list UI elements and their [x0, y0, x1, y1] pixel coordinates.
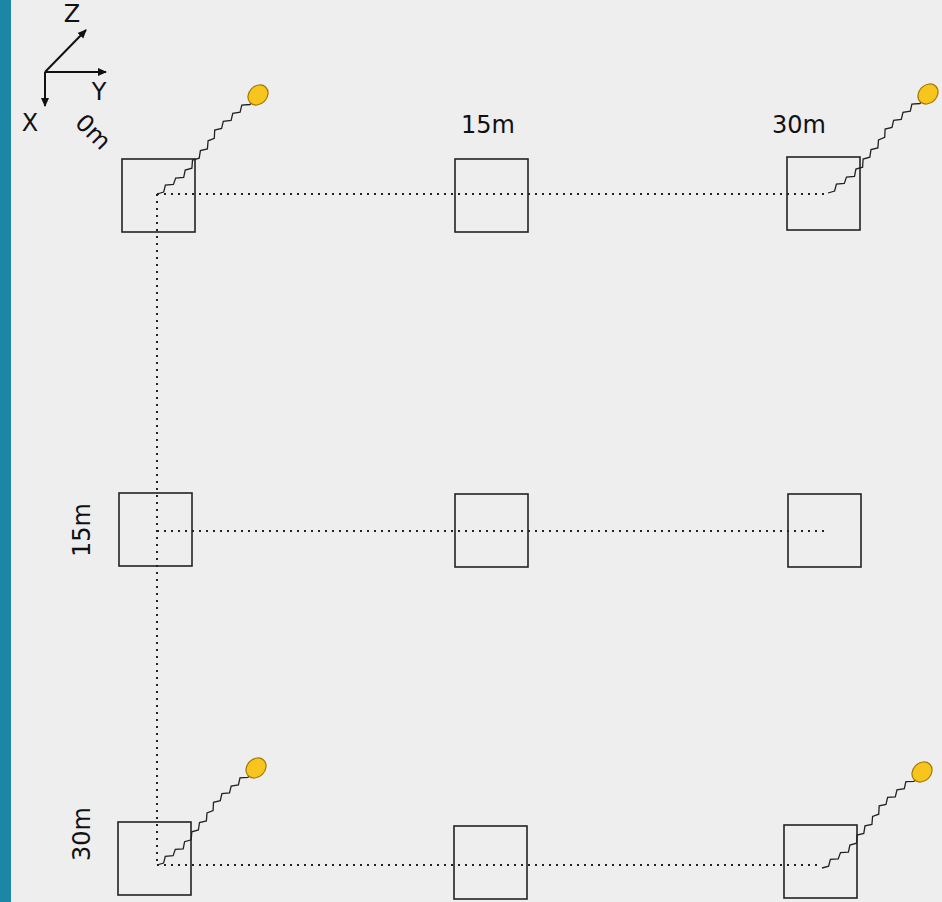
axis-label: Y — [92, 80, 107, 104]
station-squares — [118, 157, 861, 899]
balloon-strings — [157, 99, 924, 868]
axis-label: X — [22, 111, 38, 135]
distance-label: 15m — [70, 503, 94, 557]
distance-label: 0m — [71, 110, 115, 154]
balloon-string — [822, 777, 918, 868]
side-strip — [0, 0, 11, 902]
balloon-string — [828, 99, 924, 193]
axis-label: Z — [64, 2, 80, 26]
distance-label: 30m — [772, 113, 826, 137]
balloon-string — [157, 100, 254, 194]
axes-symbol — [45, 30, 106, 106]
distance-label: 15m — [461, 113, 515, 137]
balloon-string — [157, 773, 252, 865]
dotted-grid-lines — [157, 194, 828, 865]
distance-label: 30m — [70, 807, 94, 861]
balloons — [242, 80, 942, 786]
